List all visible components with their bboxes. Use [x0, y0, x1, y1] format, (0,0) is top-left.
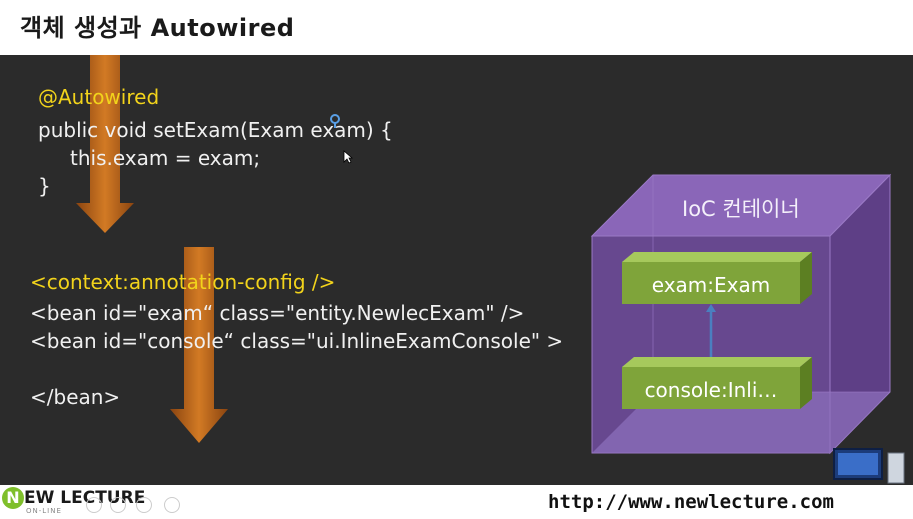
logo-subtext: ON-LINE	[26, 507, 62, 515]
player-more-icon[interactable]	[164, 497, 180, 513]
annotation-autowired: @Autowired	[38, 85, 160, 109]
mouse-cursor-icon	[343, 150, 353, 164]
exam-box-label: exam:Exam	[651, 273, 771, 297]
footer-bar: N EW LECTURE ON-LINE http://www.newlectu…	[0, 485, 913, 519]
method-close-brace: }	[38, 174, 51, 198]
player-pen-icon[interactable]	[110, 497, 126, 513]
method-body: this.exam = exam;	[70, 146, 261, 170]
down-arrow-2	[170, 247, 228, 443]
console-box-shape	[622, 357, 812, 409]
location-pin-icon	[330, 114, 340, 128]
ioc-container-title: IoC 컨테이너	[682, 197, 800, 221]
bean-console-line: <bean id="console“ class="ui.InlineExamC…	[30, 329, 564, 353]
bean-close-tag: </bean>	[30, 385, 121, 409]
method-signature: public void setExam(Exam exam) {	[38, 118, 393, 142]
website-url: http://www.newlecture.com	[548, 491, 834, 513]
title-bar: 객체 생성과 Autowired	[0, 0, 913, 55]
player-prev-icon[interactable]	[86, 497, 102, 513]
down-arrow-1	[76, 55, 134, 233]
console-box-label: console:Inli…	[644, 378, 778, 402]
computer-illustration-icon	[833, 448, 905, 484]
context-annotation-config: <context:annotation-config />	[30, 270, 336, 294]
logo-text: EW LECTURE	[24, 488, 146, 508]
bean-exam-line: <bean id="exam“ class="entity.NewlecExam…	[30, 301, 525, 325]
newlecture-logo-icon: N	[2, 487, 24, 509]
slide-canvas: @Autowired public void setExam(Exam exam…	[0, 55, 913, 485]
player-slides-icon[interactable]	[136, 497, 152, 513]
exam-box-shape	[622, 252, 812, 304]
slide-title: 객체 생성과 Autowired	[20, 14, 295, 42]
